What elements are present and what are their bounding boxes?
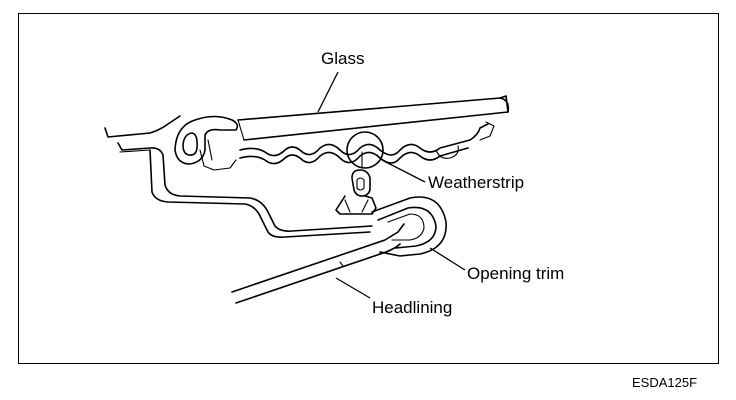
weatherstrip-molding [174,115,239,171]
leader-lines [317,71,466,299]
retainer-clip [335,151,377,215]
glass-leader [317,71,339,113]
label-glass: Glass [321,49,365,68]
label-weatherstrip: Weatherstrip [428,173,525,192]
inner-weatherstrip [239,121,495,165]
roof-panel [104,115,373,238]
opening-trim-shape [371,196,447,257]
weatherstrip-leader [381,159,426,183]
opening-trim-leader [429,247,466,271]
headlining-leader [335,277,371,299]
diagram-frame [18,13,719,364]
detail-circle [346,131,384,169]
label-headlining: Headlining [372,298,453,317]
figure-code: ESDA125F [632,375,698,390]
label-opening-trim: Opening trim [467,264,565,283]
glass-sheet [237,95,510,141]
headlining-shape [231,223,405,304]
